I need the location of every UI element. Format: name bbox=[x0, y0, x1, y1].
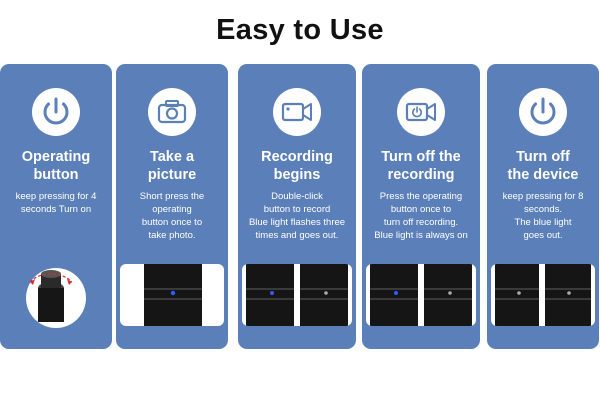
device-photo-pair bbox=[491, 264, 595, 326]
video-camera-power-icon bbox=[397, 88, 445, 136]
power-icon bbox=[32, 88, 80, 136]
step-description: Press the operating button once to turn … bbox=[374, 191, 468, 241]
step-title: Operating button bbox=[21, 149, 91, 183]
step-title: Turn off the device bbox=[507, 149, 579, 183]
device-photo-blue-light bbox=[120, 264, 224, 326]
camera-icon bbox=[148, 88, 196, 136]
device-button-photo bbox=[6, 262, 106, 332]
step-card-operating-button: Operating button keep pressing for 4 sec… bbox=[0, 64, 112, 349]
step-description: keep pressing for 4 seconds Turn on bbox=[15, 191, 97, 215]
video-camera-icon bbox=[273, 88, 321, 136]
step-description: keep pressing for 8 seconds. The blue li… bbox=[502, 191, 584, 241]
step-card-turn-off-recording: Turn off the recording Press the operati… bbox=[362, 64, 480, 349]
step-description: Short press the operating button once to… bbox=[139, 191, 205, 241]
step-card-turn-off-device: Turn off the device keep pressing for 8 … bbox=[487, 64, 599, 349]
device-photo-pair bbox=[242, 264, 352, 326]
step-card-take-picture: Take a picture Short press the operating… bbox=[116, 64, 228, 349]
page-title: Easy to Use bbox=[216, 14, 384, 46]
step-title: Take a picture bbox=[147, 149, 197, 183]
device-photo-pair bbox=[366, 264, 476, 326]
step-title: Recording begins bbox=[261, 149, 333, 183]
step-card-recording-begins: Recording begins Double-click button to … bbox=[238, 64, 356, 349]
step-description: Double-click button to record Blue light… bbox=[248, 191, 346, 241]
step-title: Turn off the recording bbox=[381, 149, 461, 183]
power-icon bbox=[519, 88, 567, 136]
